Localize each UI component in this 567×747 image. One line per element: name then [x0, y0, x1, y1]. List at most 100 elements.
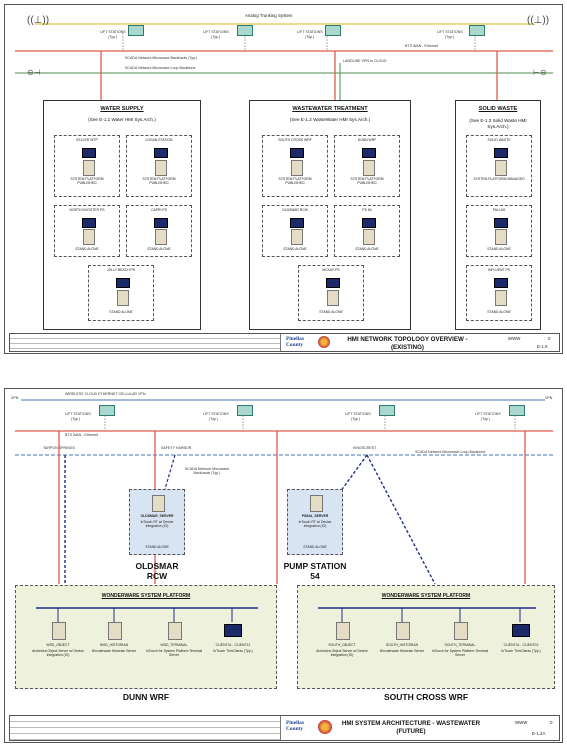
server-icon	[108, 622, 122, 640]
monitor-icon	[362, 218, 376, 228]
oldsmar-server-box[interactable]: OLDSMAR_SERVER InTouch RT w/ Device Inte…	[129, 489, 185, 555]
rtu-icon	[379, 405, 395, 416]
monitor-icon	[116, 278, 130, 288]
monitor-icon	[82, 218, 96, 228]
project-code: WWW	[515, 720, 528, 725]
server-icon	[83, 160, 95, 176]
server-icon	[52, 622, 66, 640]
server-desc: InTouch ThinClients (Typ.)	[501, 649, 541, 653]
node-logan-station[interactable]: LOGAN STATION SYSTEM PLATFORM PUBLISHED	[126, 135, 192, 197]
server-icon	[83, 229, 95, 245]
pump-station-site-label: PUMP STATION 54	[283, 561, 347, 581]
pump-station-server-box[interactable]: PS84A_SERVER InTouch RT w/ Device Integr…	[287, 489, 343, 555]
node-name: LOGAN STATION	[145, 138, 173, 142]
solid-waste-zone: SOLID WASTE (See E-1.3 Solid Waste HMI S…	[455, 100, 541, 330]
server-icon	[363, 229, 375, 245]
node-name: NORTH BOOSTER PS	[69, 208, 105, 212]
platform-title: WONDERWARE SYSTEM PLATFORM	[381, 593, 471, 599]
server-name: CLIENT01 - CLIENT12	[215, 643, 251, 647]
revision-table	[10, 334, 281, 351]
architecture-sheet-future: VPN VPN WIRELESS CLOUD ETHERNET CELLULAR…	[4, 388, 563, 743]
wastewater-ref: (See E-1.2 WasteWater HMI Sys.Arch.)	[289, 117, 371, 122]
server-name: OLDSMAR_SERVER	[140, 514, 174, 518]
rtu-icon	[469, 25, 485, 36]
lift-station-group: LIFT STATIONS (Typ.)	[65, 403, 125, 427]
node-dunn-wrf[interactable]: DUNN WRF SYSTEM PLATFORM PUBLISHED	[334, 135, 400, 197]
monitor-icon	[512, 624, 530, 637]
node-influent-ps[interactable]: INFLUENT PS STAND ALONE	[466, 265, 532, 321]
server-desc: InTouch for System Platform Terminal Ser…	[145, 649, 203, 657]
server-desc: Archestra Object Server w/ Device Integr…	[316, 649, 368, 657]
sheet-title: HMI NETWORK TOPOLOGY OVERVIEW - (EXISTIN…	[347, 336, 468, 351]
tarpon-springs-label: TARPON SPRINGS	[43, 446, 75, 450]
node-desc: SYSTEM PLATFORM PUBLISHED	[278, 177, 312, 185]
server-name: CLIENT01 - CLIENT02	[503, 643, 539, 647]
monitor-icon	[82, 148, 96, 158]
monitor-icon	[154, 148, 168, 158]
node-keller-wtp[interactable]: KELLER WTP SYSTEM PLATFORM PUBLISHED	[54, 135, 120, 197]
node-desc: STAND ALONE	[487, 247, 511, 251]
cloud-vpn-label: WIRELESS CLOUD ETHERNET CELLULAR VPN	[65, 392, 146, 396]
server-icon	[168, 622, 182, 640]
wastewater-title: WASTEWATER TREATMENT	[292, 106, 368, 112]
node-desc: STAND ALONE	[147, 247, 171, 251]
rtu-icon	[237, 25, 253, 36]
node-name: INFLUENT PS	[488, 268, 510, 272]
monitor-icon	[494, 148, 508, 158]
server-desc: InTouch RT w/ Device Integration (IO)	[140, 520, 174, 528]
lift-stations-label: LIFT STATIONS	[100, 30, 126, 34]
water-supply-title: WATER SUPPLY	[100, 106, 144, 112]
node-desc: STAND ALONE	[75, 247, 99, 251]
node-north-booster-ps[interactable]: NORTH BOOSTER PS STAND ALONE	[54, 205, 120, 257]
monitor-icon	[494, 278, 508, 288]
monitor-icon	[224, 624, 242, 637]
node-pallas[interactable]: PALLAS STAND ALONE	[466, 205, 532, 257]
county-logo: Pinellas County	[286, 720, 304, 732]
monitor-icon	[362, 148, 376, 158]
node-desc: STAND ALONE	[283, 247, 307, 251]
southcross-site-label: SOUTH CROSS WRF	[383, 692, 469, 702]
lift-station-group: LIFT STATIONS (Typ.)	[203, 19, 263, 49]
server-icon	[291, 160, 303, 176]
server-icon	[495, 160, 507, 176]
node-ps-84[interactable]: PS 84 STAND ALONE	[334, 205, 400, 257]
node-south-cross-wrf[interactable]: SOUTH CROSS WRF SYSTEM PLATFORM PUBLISHE…	[262, 135, 328, 197]
node-desc: SYSTEM PLATFORM MANAGED	[473, 177, 525, 181]
microwave-backhaul-label: SCADA Network Microwave Backhauls (Typ.)	[125, 56, 198, 60]
lift-stations-label: LIFT STATIONS	[203, 30, 229, 34]
lift-stations-label: LIFT STATIONS	[437, 30, 463, 34]
server-icon	[152, 495, 165, 512]
typ-label: (Typ.)	[211, 35, 221, 39]
node-solid-waste[interactable]: SOLID WASTE SYSTEM PLATFORM MANAGED	[466, 135, 532, 197]
revision-number: 0	[548, 336, 551, 341]
node-desc: STAND ALONE	[319, 310, 343, 314]
server-icon	[117, 290, 129, 306]
sheet-number: E-1.0	[537, 344, 548, 349]
server-name: WSD_OBJECT	[46, 643, 70, 647]
node-name: MCKAY PS	[322, 268, 340, 272]
title-block: Pinellas County HMI NETWORK TOPOLOGY OVE…	[9, 333, 560, 352]
title-block: Pinellas County HMI SYSTEM ARCHITECTURE …	[9, 715, 560, 741]
kingscrest-label: KINGSCREST	[353, 446, 377, 450]
node-capri-ps[interactable]: CAPRI PS STAND ALONE	[126, 205, 192, 257]
lift-stations-label: LIFT STATIONS	[345, 412, 371, 416]
solid-waste-title: SOLID WASTE	[478, 106, 518, 112]
radio-tower-icon: ((⊥))	[27, 15, 50, 26]
county-logo-icon	[318, 720, 332, 734]
rtu-icon	[237, 405, 253, 416]
node-name: SOUTH CROSS WRF	[278, 138, 312, 142]
oldsmar-site-label: OLDSMAR RCW	[135, 561, 179, 581]
node-desc: STAND ALONE	[109, 310, 133, 314]
node-jolly-beach-ps[interactable]: JOLLY BEACH PS STAND ALONE	[88, 265, 154, 321]
monitor-icon	[154, 218, 168, 228]
node-oldsmar-rcw[interactable]: OLDSMAR RCW STAND ALONE	[262, 205, 328, 257]
typ-label: (Typ.)	[71, 417, 81, 421]
node-mckay-ps[interactable]: MCKAY PS STAND ALONE	[298, 265, 364, 321]
server-desc: Wonderware Historian Server	[379, 649, 425, 653]
project-code: WWW	[508, 336, 521, 341]
server-icon	[336, 622, 350, 640]
server-mode: STAND ALONE	[145, 545, 169, 549]
node-name: OLDSMAR RCW	[282, 208, 308, 212]
node-name: CAPRI PS	[151, 208, 167, 212]
solid-waste-ref: (See E-1.3 Solid Waste HMI Sys.Arch.)	[469, 118, 527, 129]
